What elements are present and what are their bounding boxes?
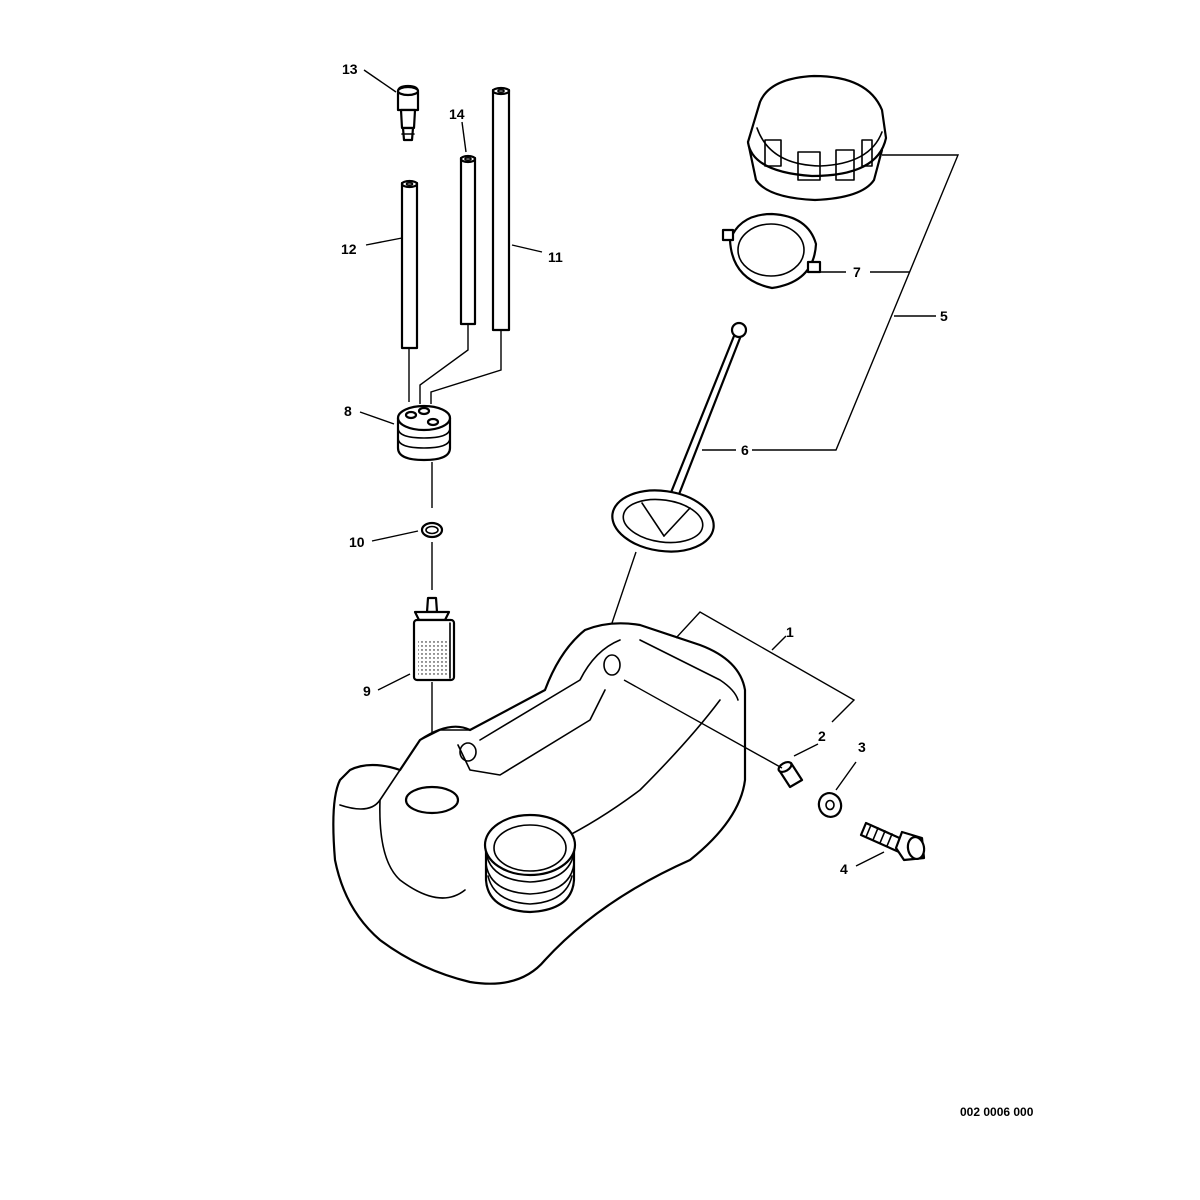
callout-7: 7 — [853, 264, 861, 280]
part-12-fuel-line — [400, 179, 419, 350]
part-2-spacer — [777, 760, 804, 789]
part-14-fuel-line — [459, 154, 477, 326]
callout-10: 10 — [349, 534, 365, 550]
callout-14: 14 — [449, 106, 465, 122]
callout-12: 12 — [341, 241, 357, 257]
callout-4: 4 — [840, 861, 848, 877]
part-4-bolt — [859, 821, 926, 862]
drawing-reference-code: 002 0006 000 — [960, 1105, 1034, 1119]
part-1-fuel-tank — [332, 622, 747, 985]
part-11-fuel-line — [491, 86, 511, 332]
part-5-fuel-cap — [746, 74, 888, 202]
part-7-cap-gasket — [721, 212, 822, 290]
callout-9: 9 — [363, 683, 371, 699]
callout-6: 6 — [741, 442, 749, 458]
part-9-fuel-filter — [412, 596, 456, 682]
callout-labels: 13 14 12 11 8 10 9 7 5 6 1 2 3 4 — [341, 61, 948, 877]
callout-3: 3 — [858, 739, 866, 755]
callout-5: 5 — [940, 308, 948, 324]
part-6-cap-retainer-strap — [611, 321, 748, 553]
callout-13: 13 — [342, 61, 358, 77]
callout-2: 2 — [818, 728, 826, 744]
callout-1: 1 — [786, 624, 794, 640]
callout-leaders — [359, 69, 960, 867]
part-3-washer — [817, 792, 843, 818]
tank-to-spacer-line — [623, 679, 783, 769]
part-8-grommet — [396, 404, 452, 462]
part-10-o-ring — [420, 521, 444, 539]
callout-8: 8 — [344, 403, 352, 419]
hose-routing-lines — [408, 324, 502, 404]
part-13-check-valve — [396, 84, 420, 142]
callout-11: 11 — [548, 249, 563, 265]
